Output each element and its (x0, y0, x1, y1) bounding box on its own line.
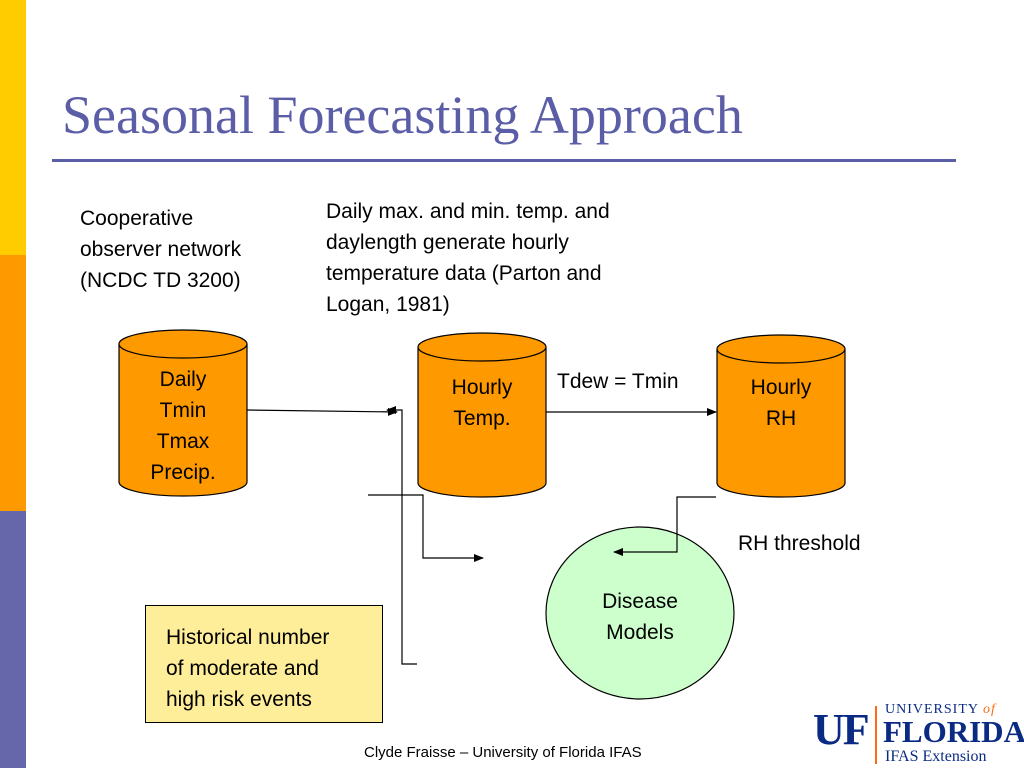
note-cooperative-network: Cooperative observer network (NCDC TD 32… (80, 203, 241, 296)
node-daily-label: Daily Tmin Tmax Precip. (119, 364, 247, 488)
node-line: of moderate and (166, 657, 319, 680)
node-line: Tmax (156, 430, 210, 453)
node-line: RH (765, 407, 797, 430)
note-line: Daily max. and min. temp. and (326, 200, 610, 223)
node-line: Temp. (453, 407, 511, 430)
accent-bar-yellow (0, 0, 26, 255)
note-line: temperature data (Parton and (326, 262, 602, 285)
node-line: Hourly (451, 376, 513, 399)
logo-uf-mark: UF (813, 705, 870, 754)
node-line: Disease (602, 590, 678, 613)
note-line: Cooperative (80, 207, 194, 230)
node-line: Precip. (150, 461, 216, 484)
node-line: Models (606, 621, 674, 644)
note-rh-threshold: RH threshold (738, 532, 861, 555)
node-hourly-temp-label: Hourly Temp. (418, 372, 546, 434)
node-hourly-rh-label: Hourly RH (717, 372, 845, 434)
node-line: high risk events (166, 688, 312, 711)
logo-divider (875, 706, 877, 764)
logo-university-text: UNIVERSITY of (885, 702, 996, 718)
disease-models-circle (545, 526, 735, 700)
arrow-daily-to-hourly-temp (246, 407, 398, 416)
note-line: Logan, 1981) (326, 293, 450, 316)
logo-extension-text: IFAS Extension (885, 748, 987, 765)
note-line: daylength generate hourly (326, 231, 569, 254)
title-underline (52, 159, 956, 162)
connector-hourly-rh-to-disease (613, 496, 716, 556)
logo-of-word: of (982, 702, 996, 717)
note-line: observer network (80, 238, 242, 261)
node-disease-models-label: Disease Models (560, 586, 720, 648)
cylinder-hourly-temp (417, 332, 547, 498)
uf-ifas-logo: UF UNIVERSITY of FLORIDA IFAS Extension (813, 700, 1024, 768)
slide-footer: Clyde Fraisse – University of Florida IF… (364, 744, 642, 761)
note-parton-logan: Daily max. and min. temp. and daylength … (326, 196, 610, 320)
accent-bar-purple (0, 511, 26, 768)
logo-florida-text: FLORIDA (883, 714, 1024, 749)
slide-title: Seasonal Forecasting Approach (62, 85, 743, 145)
connector-history-to-hourly-temp (386, 406, 417, 665)
node-line: Daily (159, 368, 207, 391)
logo-university-word: UNIVERSITY (885, 702, 979, 717)
node-historical-events: Historical number of moderate and high r… (145, 605, 383, 723)
note-tdew: Tdew = Tmin (557, 370, 679, 393)
note-line: (NCDC TD 3200) (80, 269, 241, 292)
node-line: Historical number (166, 626, 330, 649)
accent-bar-orange (0, 255, 26, 511)
cylinder-hourly-rh (716, 334, 846, 498)
cylinder-daily (118, 329, 248, 497)
node-line: Tmin (159, 399, 207, 422)
connector-hourly-temp-to-disease (368, 494, 484, 562)
node-line: Hourly (750, 376, 812, 399)
